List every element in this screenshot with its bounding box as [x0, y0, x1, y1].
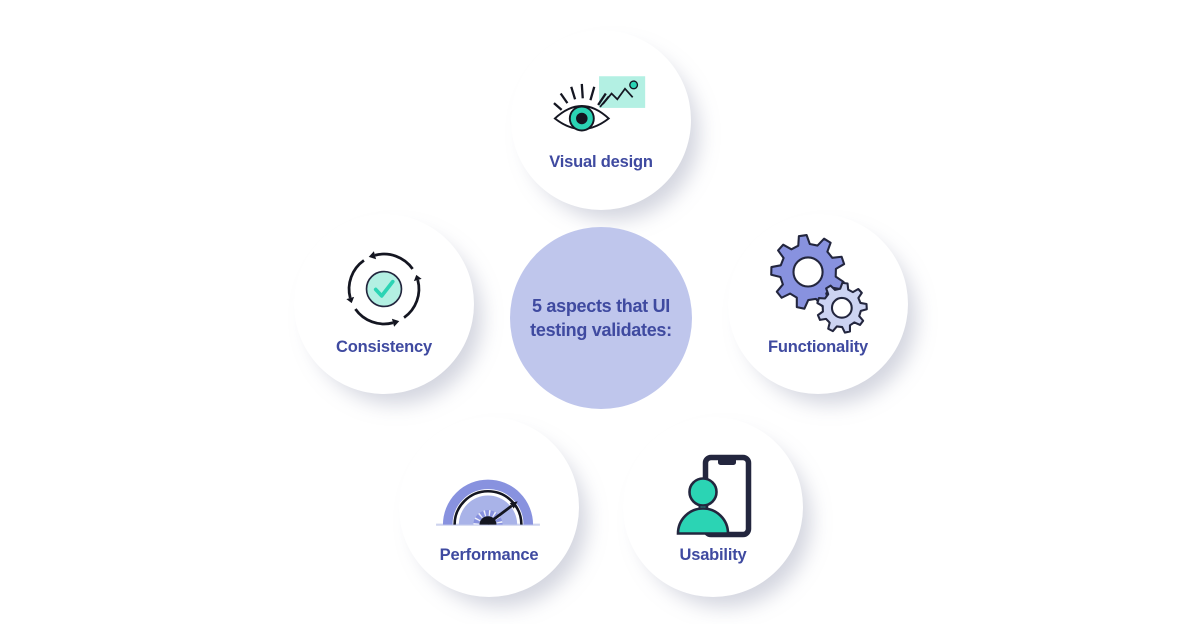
node-label-consistency: Consistency — [336, 338, 432, 356]
node-label-visual-design: Visual design — [549, 153, 653, 171]
node-label-performance: Performance — [439, 546, 539, 564]
speedometer-icon — [435, 461, 541, 529]
node-consistency: Consistency — [294, 214, 474, 394]
center-title: 5 aspects that UI testing validates: — [530, 295, 672, 340]
center-circle: 5 aspects that UI testing validates: — [510, 227, 692, 409]
node-usability: Usability — [623, 417, 803, 597]
user-phone-icon — [670, 454, 754, 538]
node-functionality: Functionality — [728, 214, 908, 394]
gauge-hub — [479, 516, 497, 525]
node-visual-design: Visual design — [511, 30, 691, 210]
eye-image-icon — [553, 74, 649, 138]
person-body — [676, 507, 730, 535]
phone-notch — [718, 458, 736, 465]
check-circle — [365, 270, 403, 308]
person-head — [688, 477, 718, 507]
node-performance: Performance — [399, 417, 579, 597]
gears-icon — [768, 234, 872, 338]
sync-check-icon — [338, 243, 430, 335]
node-label-functionality: Functionality — [767, 338, 869, 356]
node-label-usability: Usability — [679, 546, 747, 564]
checkmark — [373, 279, 395, 298]
gauge-needle — [487, 504, 513, 525]
